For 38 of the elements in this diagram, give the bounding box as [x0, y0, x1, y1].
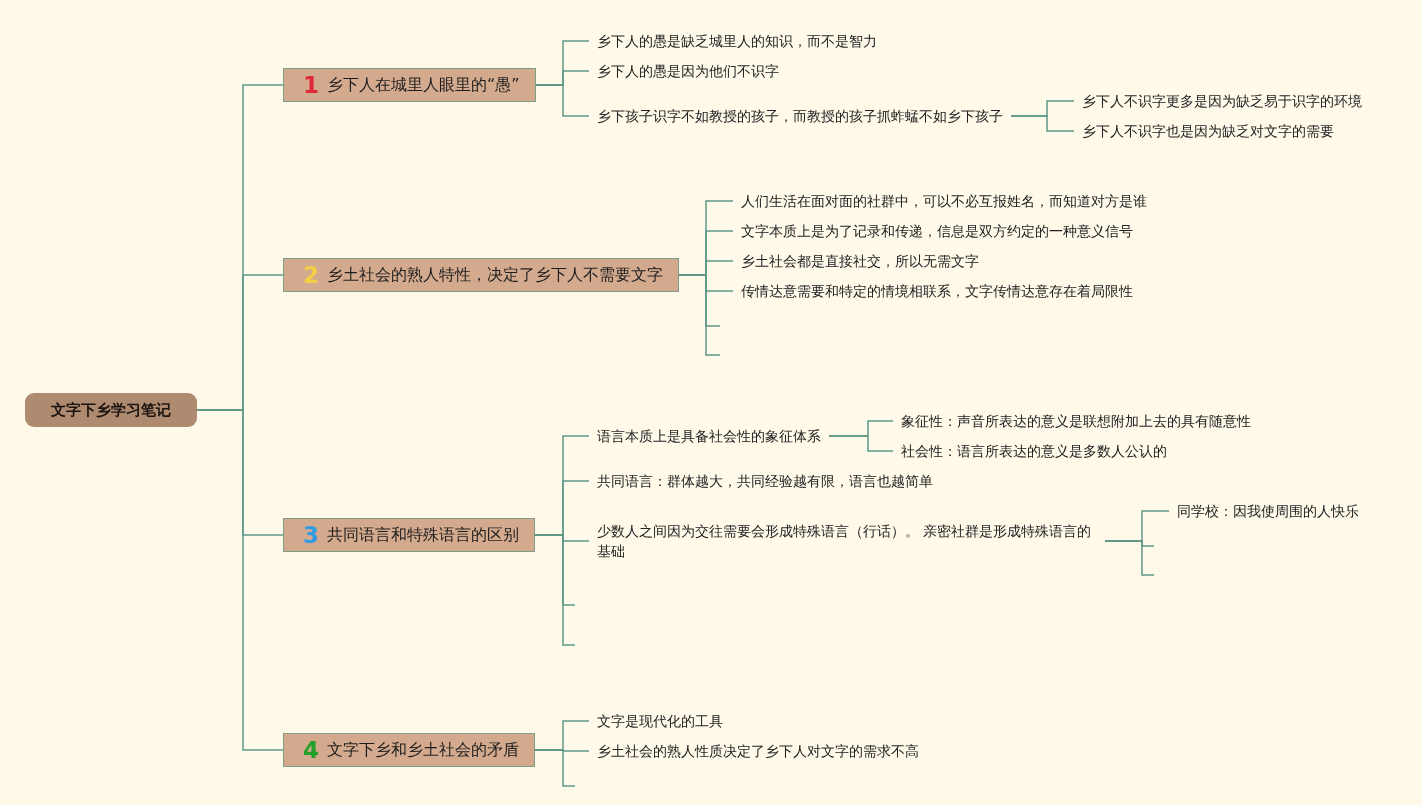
subtopic-text: 乡土社会都是直接社交，所以无需文字: [733, 252, 987, 270]
topic-title: 乡土社会的熟人特性，决定了乡下人不需要文字: [327, 267, 663, 283]
root-topic-label: 文字下乡学习笔记: [51, 402, 171, 418]
topic-number: 3: [303, 523, 319, 547]
topic-number: 1: [303, 73, 319, 97]
topic-box: [283, 68, 536, 102]
connector-line: [534, 534, 576, 646]
subtopic-text: 文字是现代化的工具: [589, 712, 731, 730]
subtopic-text: 乡土社会的熟人性质决定了乡下人对文字的需求不高: [589, 742, 927, 760]
connector-line: [678, 274, 721, 356]
topic-number: 2: [303, 263, 319, 287]
topic-box: [283, 258, 679, 292]
connector-line: [534, 749, 576, 787]
subtopic-text: 同学校：因我使周围的人快乐: [1169, 502, 1367, 520]
subtopic-text: 共同语言：群体越大，共同经验越有限，语言也越简单: [589, 472, 941, 490]
subtopic-text: 传情达意需要和特定的情境相联系，文字传情达意存在着局限性: [733, 282, 1141, 300]
topic-number: 4: [303, 738, 319, 762]
subtopic-text: 乡下孩子识字不如教授的孩子，而教授的孩子抓蚱蜢不如乡下孩子: [589, 107, 1011, 125]
subtopic-text: 少数人之间因为交往需要会形成特殊语言（行话）。 亲密社群是形成特殊语言的基础: [589, 521, 1105, 561]
subtopic-text: 社会性：语言所表达的意义是多数人公认的: [893, 442, 1175, 460]
topic-box: [283, 518, 535, 552]
connector-line: [1104, 540, 1155, 576]
topic-title: 乡下人在城里人眼里的“愚”: [327, 77, 520, 93]
subtopic-text: 乡下人不识字更多是因为缺乏易于识字的环境: [1074, 92, 1370, 110]
subtopic-text: 语言本质上是具备社会性的象征体系: [589, 427, 829, 445]
subtopic-text: 象征性：声音所表达的意义是联想附加上去的具有随意性: [893, 412, 1259, 430]
subtopic-text: 乡下人的愚是因为他们不识字: [589, 62, 787, 80]
subtopic-text: 人们生活在面对面的社群中，可以不必互报姓名，而知道对方是谁: [733, 192, 1155, 210]
connector-line: [1010, 115, 1075, 132]
connector-line: [534, 84, 590, 117]
topic-title: 文字下乡和乡土社会的矛盾: [327, 742, 519, 758]
topic-box: [283, 733, 535, 767]
connector-line: [828, 435, 894, 452]
root-topic-box: [25, 393, 197, 427]
subtopic-text: 乡下人不识字也是因为缺乏对文字的需要: [1074, 122, 1342, 140]
topic-title: 共同语言和特殊语言的区别: [327, 527, 519, 543]
subtopic-text: 乡下人的愚是缺乏城里人的知识，而不是智力: [589, 32, 885, 50]
subtopic-text: 文字本质上是为了记录和传递，信息是双方约定的一种意义信号: [733, 222, 1141, 240]
